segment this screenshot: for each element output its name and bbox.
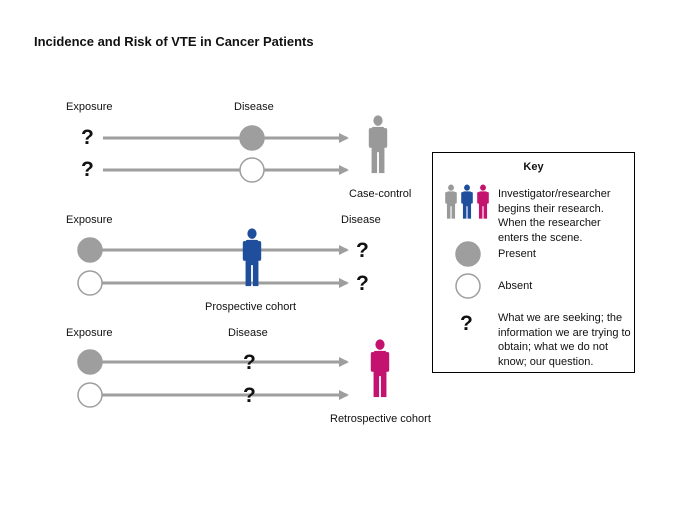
key-legend: Key Investigator/researcher begins their… bbox=[432, 152, 635, 373]
prospective-exposure-label: Exposure bbox=[66, 214, 113, 226]
retrospective-disease-question-1: ? bbox=[243, 351, 256, 374]
retrospective-caption: Retrospective cohort bbox=[330, 413, 431, 425]
key-title: Key bbox=[523, 161, 544, 173]
retrospective-exposure-present bbox=[77, 349, 103, 375]
key-absent-icon bbox=[455, 273, 481, 299]
key-absent-text: Absent bbox=[498, 280, 533, 292]
prospective-disease-label: Disease bbox=[341, 214, 381, 226]
prospective-researcher-icon bbox=[242, 228, 262, 287]
page-title: Incidence and Risk of VTE in Cancer Pati… bbox=[34, 34, 314, 49]
key-present-icon bbox=[455, 241, 481, 267]
case-control-exposure-question-2: ? bbox=[81, 158, 94, 181]
retrospective-disease-question-2: ? bbox=[243, 384, 256, 407]
case-control-exposure-question-1: ? bbox=[81, 126, 94, 149]
case-control-disease-absent bbox=[239, 157, 265, 183]
key-researcher-text: Investigator/researcher begins their res… bbox=[498, 188, 611, 244]
prospective-disease-question-1: ? bbox=[356, 239, 369, 262]
prospective-exposure-present bbox=[77, 237, 103, 263]
key-question-text: What we are seeking; the information we … bbox=[498, 312, 631, 368]
case-control-exposure-label: Exposure bbox=[66, 101, 113, 113]
prospective-disease-question-2: ? bbox=[356, 272, 369, 295]
retrospective-exposure-label: Exposure bbox=[66, 327, 113, 339]
prospective-exposure-absent bbox=[77, 270, 103, 296]
retrospective-disease-label: Disease bbox=[228, 327, 268, 339]
case-control-researcher-icon bbox=[368, 115, 388, 174]
retrospective-exposure-absent bbox=[77, 382, 103, 408]
prospective-caption: Prospective cohort bbox=[205, 301, 297, 313]
key-question-icon: ? bbox=[460, 312, 473, 335]
retrospective-researcher-icon bbox=[370, 339, 390, 398]
case-control-disease-present bbox=[239, 125, 265, 151]
case-control-disease-label: Disease bbox=[234, 101, 274, 113]
key-present-text: Present bbox=[498, 248, 536, 260]
case-control-caption: Case-control bbox=[349, 188, 412, 200]
